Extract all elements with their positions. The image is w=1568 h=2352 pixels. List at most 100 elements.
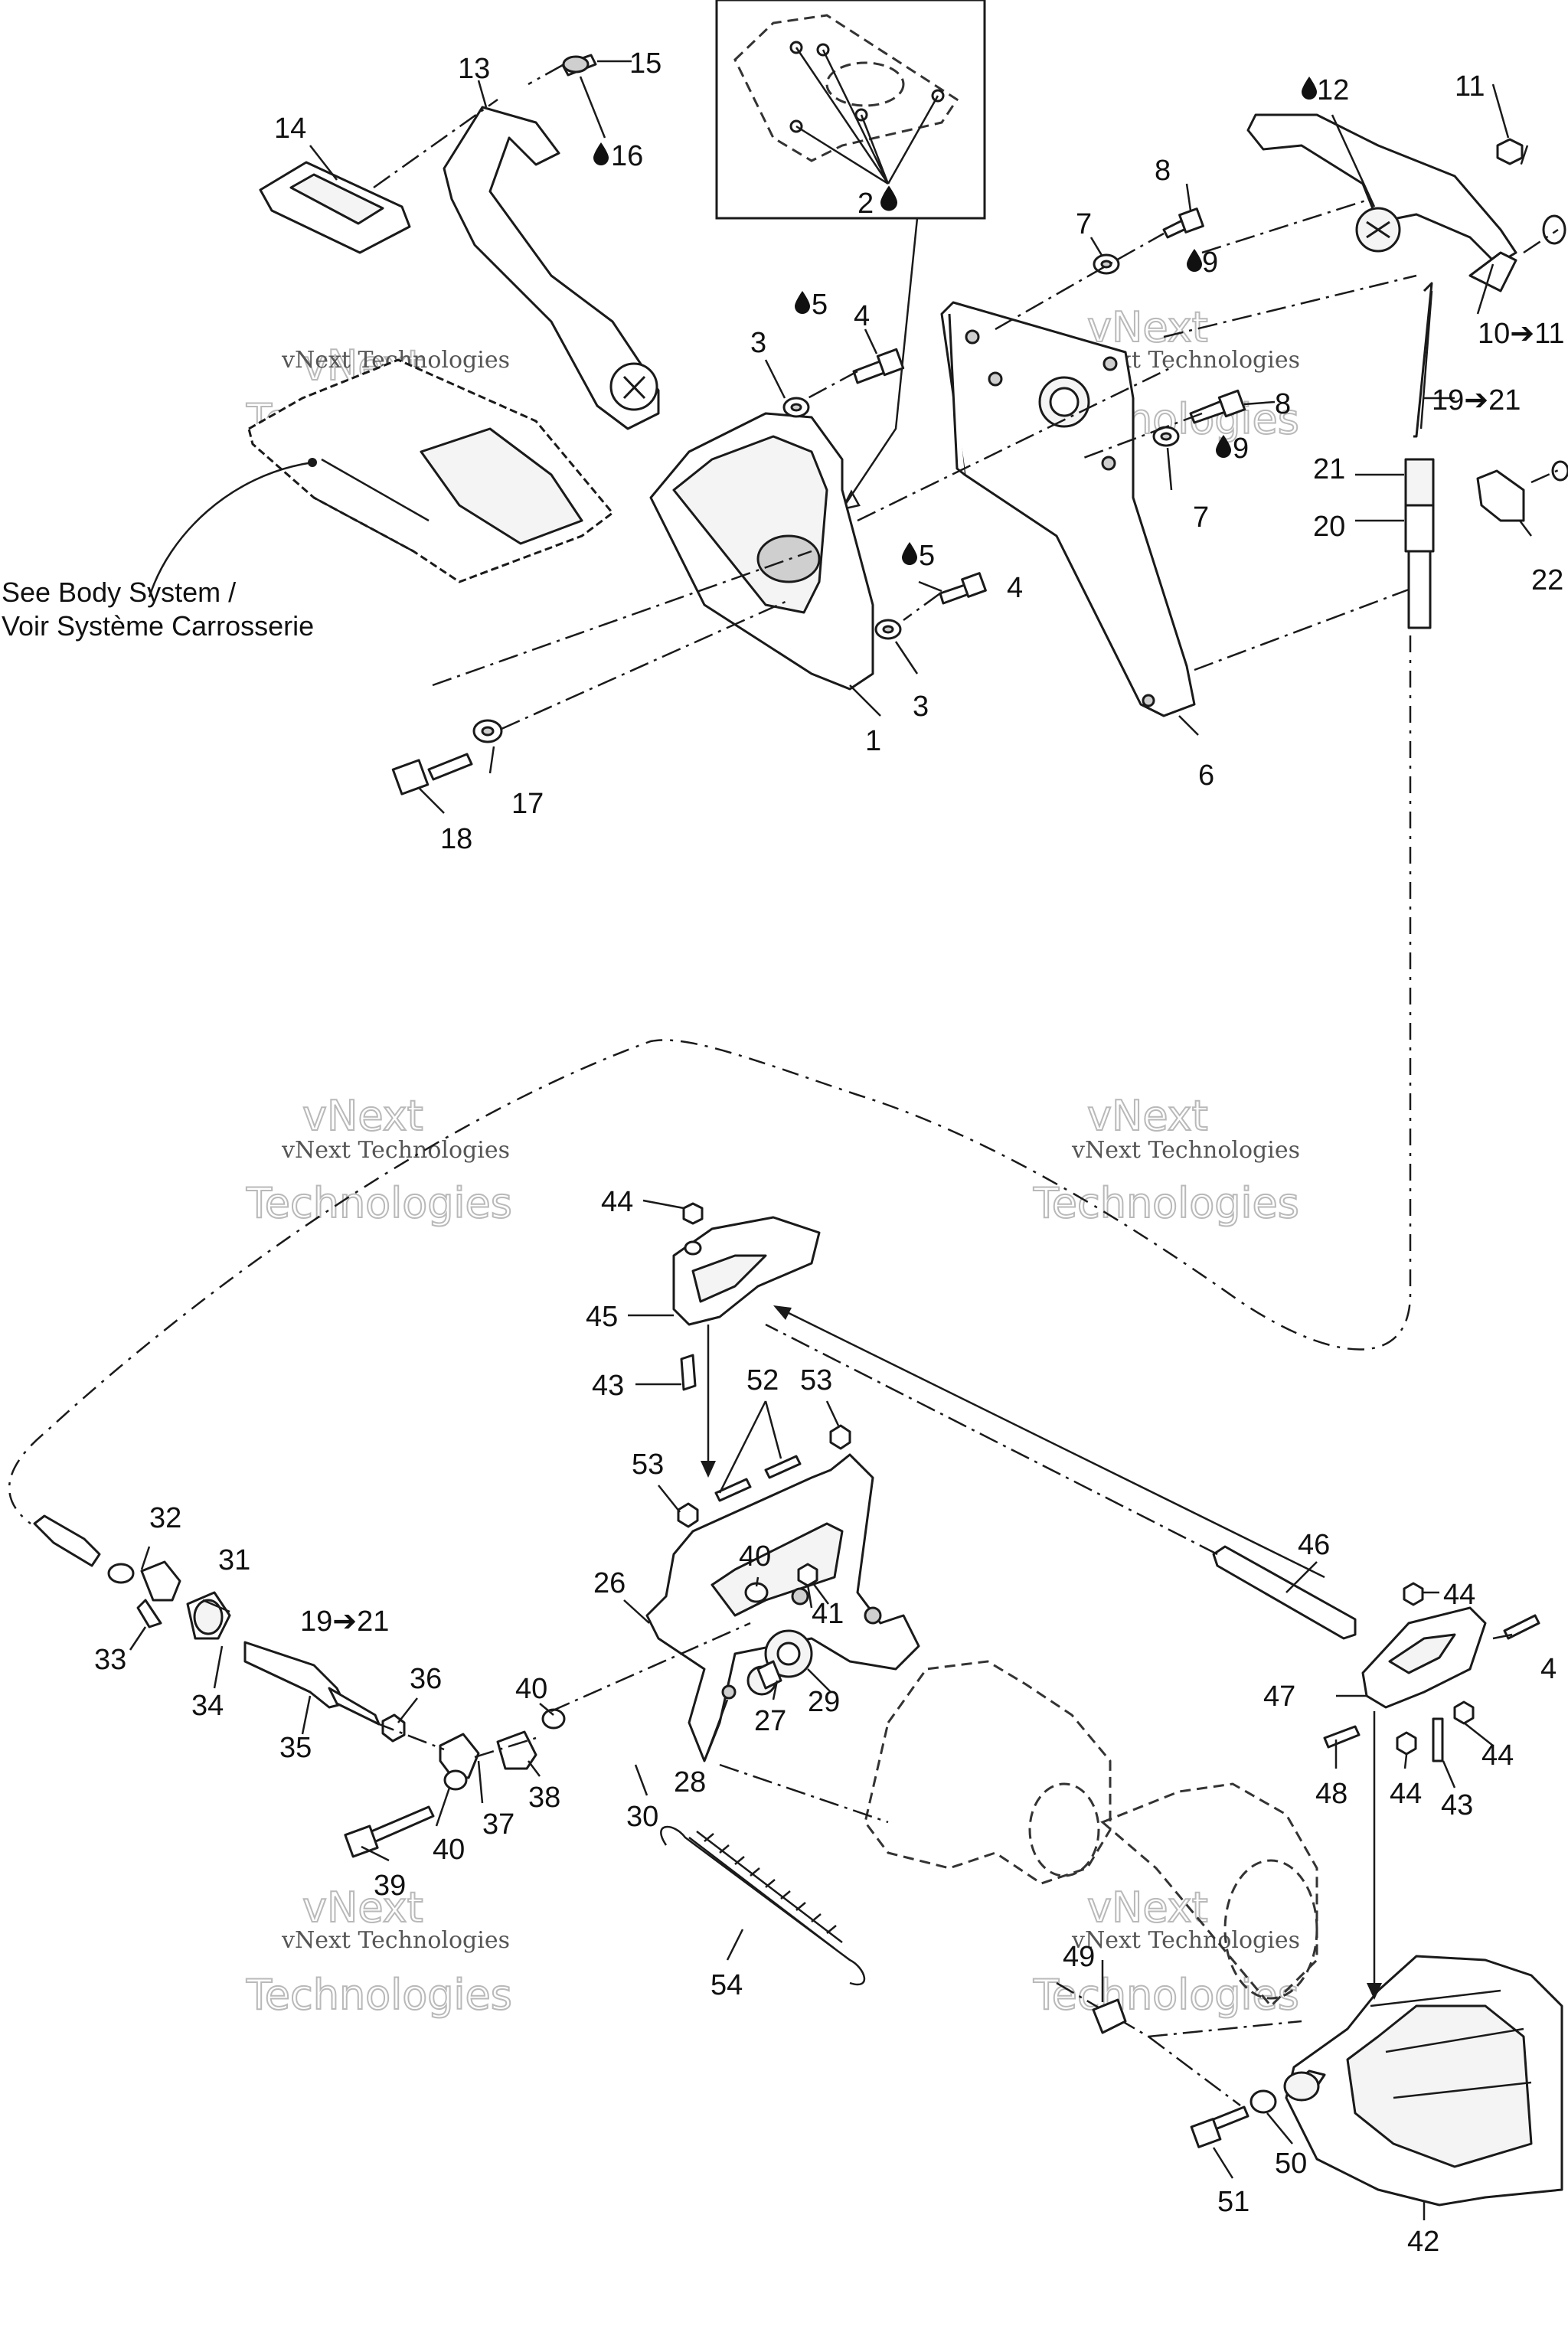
label-40b: 40 [515,1673,547,1705]
assembly-arrows [374,1305,1382,2000]
label-10: 10➔11 [1478,318,1565,350]
part-1-housing [649,412,874,691]
part-54-spring [660,1825,865,1986]
label-9b: 9 [1233,433,1249,465]
label-51: 51 [1217,2186,1250,2218]
label-5a: 5 [812,289,828,321]
label-45: 45 [586,1301,618,1333]
label-43a: 43 [592,1370,624,1402]
label-40a: 40 [739,1540,771,1573]
label-53b: 53 [632,1449,664,1481]
part-6-support-plate [940,301,1196,717]
svg-text:Technologies: Technologies [1033,1179,1299,1227]
part-22-plate [1476,469,1525,522]
label-36: 36 [410,1663,442,1695]
label-leaders [129,60,1532,2220]
drop-icon [593,142,609,165]
see-body-system-note-line2: Voir Système Carrosserie [2,610,314,642]
label-38: 38 [528,1782,560,1814]
drop-icon [902,542,917,565]
label-28: 28 [674,1766,706,1798]
label-4c: 4 [1540,1653,1557,1685]
label-29: 29 [808,1686,840,1718]
svg-text:vNext: vNext [302,1092,423,1140]
label-6: 6 [1198,760,1214,792]
label-15: 15 [629,47,662,80]
drop-icon [1302,77,1317,100]
svg-text:vNext Technologies: vNext Technologies [281,1137,510,1164]
jet-pump-housing-reference [719,1660,1318,2106]
svg-text:vNext Technologies: vNext Technologies [1071,1137,1300,1164]
label-4a: 4 [854,300,870,332]
label-4b: 4 [1007,572,1023,604]
label-3b: 3 [913,691,929,723]
label-19a: 19➔21 [1432,384,1521,416]
label-7b: 7 [1193,501,1209,534]
assembly-lines-top [373,64,1563,730]
part-47-bracket [1323,1582,1540,1762]
svg-text:vNext Technologies: vNext Technologies [1071,1927,1300,1954]
svg-text:vNext Technologies: vNext Technologies [281,1927,510,1954]
part-labels: 1 3 3 4 4 5 5 6 7 7 8 8 9 9 10➔11 11 12 … [94,47,1565,2258]
drop-icon [795,291,810,314]
label-41: 41 [812,1598,844,1630]
svg-text:vNext: vNext [1087,303,1208,351]
watermark-bottom-left: vNext vNext Technologies Technologies [245,1883,513,2020]
label-26: 26 [593,1567,626,1599]
label-12: 12 [1317,74,1349,106]
label-17: 17 [511,788,544,820]
label-47: 47 [1263,1681,1295,1713]
see-body-system-note-line1: See Body System / [2,577,236,608]
label-53a: 53 [800,1364,832,1396]
label-44b: 44 [1443,1579,1475,1611]
label-50: 50 [1275,2148,1307,2180]
svg-text:Technologies: Technologies [246,1179,512,1227]
label-52: 52 [746,1364,779,1396]
svg-text:vNext: vNext [1087,1092,1208,1140]
part-45-bracket [672,1202,821,1391]
part-46-link-rod [1212,1545,1357,1640]
label-43b: 43 [1441,1789,1473,1821]
label-3a: 3 [750,327,766,359]
label-34: 34 [191,1690,224,1722]
label-13: 13 [458,53,490,85]
label-9a: 9 [1202,247,1218,279]
label-11: 11 [1455,70,1485,103]
label-35: 35 [279,1732,312,1764]
label-31: 31 [218,1544,250,1576]
label-19b: 19➔21 [300,1606,389,1638]
label-42: 42 [1407,2226,1439,2258]
label-33: 33 [94,1644,126,1676]
inset-detail-box: 2 [715,0,986,220]
svg-text:vNext: vNext [302,1883,423,1932]
part-14-pedal-pad [259,161,411,254]
label-54: 54 [710,1969,743,2001]
label-2: 2 [858,188,874,220]
watermark-middle-right: vNext vNext Technologies Technologies [1032,1091,1300,1228]
label-1: 1 [865,725,881,757]
label-46: 46 [1298,1529,1330,1561]
drop-icon [1187,249,1202,272]
nozzle-fasteners [1092,1998,1277,2148]
label-48: 48 [1315,1778,1348,1810]
label-32: 32 [149,1502,181,1534]
part-42-nozzle [1283,1955,1563,2207]
cable-end-parts [33,1514,566,1858]
label-39: 39 [374,1870,406,1902]
label-7a: 7 [1076,208,1092,240]
label-8a: 8 [1155,155,1171,187]
reverse-cable-route [8,635,1412,1524]
label-18: 18 [440,823,472,855]
watermark-middle-left: vNext vNext Technologies Technologies [245,1091,513,1228]
part-13-reverse-lever [443,106,660,430]
label-20: 20 [1313,511,1345,543]
label-14: 14 [274,113,306,145]
svg-text:Technologies: Technologies [246,1971,512,2019]
label-21: 21 [1313,453,1345,485]
label-37: 37 [482,1808,514,1841]
label-8b: 8 [1275,388,1291,420]
label-16: 16 [611,140,643,172]
label-40c: 40 [433,1834,465,1866]
label-30: 30 [626,1801,658,1833]
